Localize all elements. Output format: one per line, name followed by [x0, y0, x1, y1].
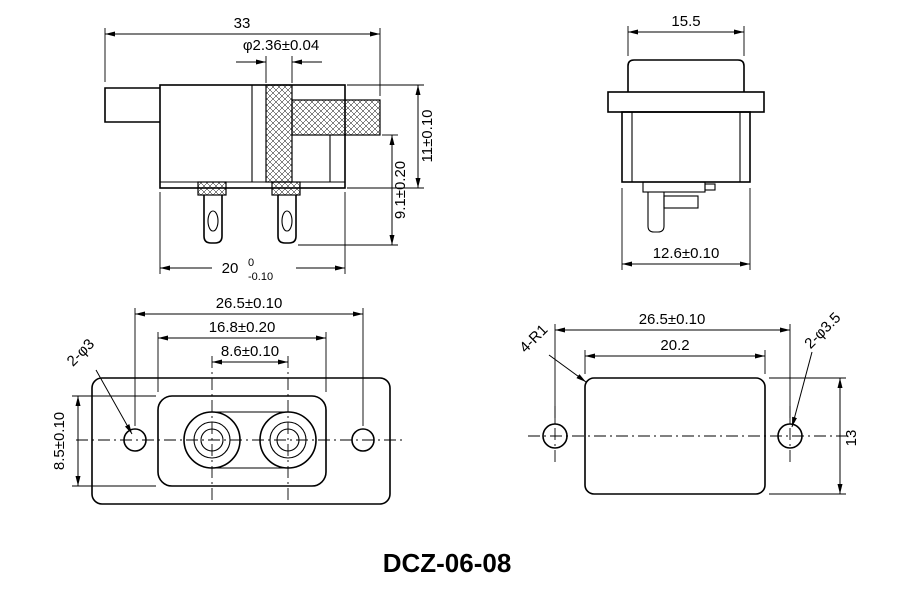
mounting-tab	[104, 87, 160, 123]
terminal-base-left	[197, 181, 227, 196]
dim-recess-width-group: 16.8±0.20	[157, 319, 327, 392]
dim-socket-spacing: 8.6±0.10	[221, 343, 279, 360]
label-mounting-holes-group: 2-φ3.5	[791, 309, 844, 428]
terminal-left-slot	[207, 210, 219, 232]
side-section-view: 33 φ2.36±0.04 11±0.10 9.1±0.20	[104, 15, 436, 283]
side-section-part	[104, 84, 381, 244]
dim-body-width-group: 20.2	[584, 337, 766, 374]
dim-body-height-group: 13	[769, 377, 860, 495]
dim-hole-spacing: 26.5±0.10	[639, 311, 706, 328]
front-face-view: 26.5±0.10 16.8±0.20 8.6±0.10 8.5±0.10 2-…	[51, 295, 404, 505]
pin-section-hatch	[265, 84, 293, 183]
dim-terminal-length-group: 9.1±0.20	[298, 134, 409, 246]
dim-body-width-group: 12.6±0.10	[621, 188, 751, 270]
dim-height-group: 11±0.10	[347, 84, 436, 189]
dim-recess-height: 8.5±0.10	[51, 412, 68, 470]
dim-terminal-length: 9.1±0.20	[392, 161, 409, 219]
dim-cap-width-group: 15.5	[627, 13, 745, 56]
terminal-pin	[647, 192, 665, 233]
dim-overall-length-group: 33	[104, 15, 381, 96]
terminal-left	[203, 195, 223, 244]
dim-overall-length: 33	[234, 15, 251, 32]
terminal-tab	[704, 183, 716, 191]
dim-hole-spacing-group: 26.5±0.10	[134, 295, 364, 426]
panel-outline-part	[528, 377, 850, 495]
front-face-part	[76, 356, 404, 505]
dim-body-height: 13	[843, 430, 860, 447]
terminal-right	[277, 195, 297, 244]
dim-cap-width: 15.5	[671, 13, 700, 30]
dim-pin-diameter-group: φ2.36±0.04	[236, 37, 322, 83]
terminal-base-right	[271, 181, 301, 196]
dim-pin-diameter: φ2.36±0.04	[243, 37, 319, 54]
pin-arm-hatch	[291, 99, 381, 136]
label-mounting-holes: 2-φ3	[64, 336, 98, 370]
terminal-block	[642, 181, 706, 193]
terminal-right-slot	[281, 210, 293, 232]
dim-base-width-tol-upper: 0	[248, 257, 254, 269]
dim-body-width: 12.6±0.10	[653, 245, 720, 262]
leader-line	[95, 369, 133, 435]
terminal-arm	[663, 195, 699, 209]
dim-base-width: 20	[222, 260, 239, 277]
side-profile-part	[607, 59, 765, 233]
label-mounting-holes-group: 2-φ3	[64, 336, 133, 435]
dim-base-width-group: 20 0 -0.10	[159, 192, 346, 283]
mounting-hole-right	[351, 428, 375, 452]
panel-outline-view: 26.5±0.10 20.2 4-R1 2-φ3.5 13	[516, 309, 860, 495]
drawing-title: DCZ-06-08	[383, 548, 512, 578]
dim-height: 11±0.10	[419, 110, 436, 163]
flange-outline	[607, 91, 765, 113]
dim-recess-height-group: 8.5±0.10	[51, 395, 156, 487]
flange-face	[91, 377, 391, 505]
recess-face	[157, 395, 327, 487]
side-profile-view: 15.5 12.6±0.10	[607, 13, 765, 270]
leader-line	[548, 354, 587, 383]
dim-hole-spacing: 26.5±0.10	[216, 295, 283, 312]
dim-body-width: 20.2	[660, 337, 689, 354]
label-mounting-holes: 2-φ3.5	[801, 309, 844, 352]
leader-line	[791, 351, 813, 428]
cap-outline	[627, 59, 745, 92]
dim-hole-spacing-group: 26.5±0.10	[554, 311, 791, 422]
body-outline	[621, 111, 751, 183]
label-corner-radius: 4-R1	[516, 321, 551, 356]
dim-recess-width: 16.8±0.20	[209, 319, 276, 336]
dim-socket-spacing-group: 8.6±0.10	[212, 343, 288, 365]
dim-base-width-tol-lower: -0.10	[248, 271, 273, 283]
